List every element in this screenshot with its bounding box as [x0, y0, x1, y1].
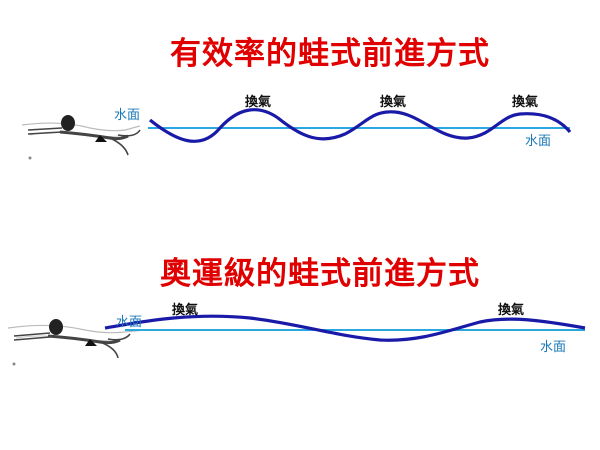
- water-label-left-bottom: 水面: [116, 315, 142, 330]
- swimmer-illustration-bottom: [7, 319, 146, 366]
- breath-label-top-1: 換氣: [245, 94, 271, 110]
- breath-label-bottom-2: 換氣: [498, 302, 524, 318]
- top-title: 有效率的蛙式前進方式: [170, 36, 490, 72]
- breath-label-top-2: 換氣: [380, 94, 406, 110]
- water-label-right-bottom: 水面: [540, 340, 566, 355]
- wave-path-bottom: [104, 314, 586, 342]
- breath-label-bottom-1: 換氣: [172, 302, 198, 318]
- wave-path-top: [149, 108, 572, 143]
- swimmer-illustration-top: [21, 115, 141, 160]
- bottom-title: 奧運級的蛙式前進方式: [160, 256, 480, 292]
- water-label-right-top: 水面: [525, 134, 551, 149]
- water-label-left-top: 水面: [114, 108, 140, 123]
- top-diagram: 水面 水面 換氣 換氣 換氣: [21, 94, 572, 160]
- breath-label-top-3: 換氣: [512, 94, 538, 110]
- bottom-diagram: 水面 水面 換氣 換氣: [7, 302, 586, 366]
